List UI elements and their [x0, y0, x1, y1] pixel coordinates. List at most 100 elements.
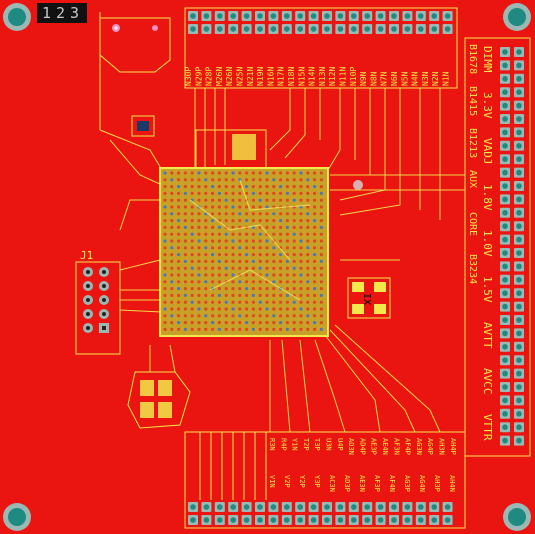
- bga-ball: [299, 178, 303, 182]
- bga-ball: [204, 253, 208, 257]
- bga-ball: [299, 253, 303, 257]
- mounting-hole-center: [508, 508, 526, 526]
- bga-ball: [292, 266, 296, 270]
- bga-ball: [217, 293, 221, 297]
- bga-ball: [211, 300, 215, 304]
- bga-ball: [190, 191, 194, 195]
- bga-ball: [245, 219, 249, 223]
- bga-ball: [224, 253, 228, 257]
- bga-ball: [183, 185, 187, 189]
- top-header-pin-hole: [217, 13, 223, 19]
- bga-ball: [313, 239, 317, 243]
- bga-ball: [224, 314, 228, 318]
- bottom-pin-label: U3N: [325, 438, 333, 451]
- top-header-pin-hole: [364, 26, 371, 32]
- right-header-pin-hole: [502, 370, 508, 377]
- bottom-header-pin-hole: [243, 504, 250, 510]
- top-pin-label: N5N: [400, 71, 409, 86]
- bga-ball: [258, 239, 262, 243]
- bga-ball: [177, 280, 181, 284]
- right-header-pin-hole: [516, 303, 522, 310]
- bga-ball: [313, 198, 317, 202]
- ix-component: IX: [347, 277, 391, 319]
- bga-ball: [197, 293, 201, 297]
- bga-ball: [204, 307, 208, 311]
- right-header-pin-hole: [516, 424, 522, 431]
- power-pad: [140, 402, 154, 418]
- bga-ball: [163, 191, 167, 195]
- bga-ball: [245, 191, 249, 195]
- j1-pin-hole: [86, 312, 90, 316]
- bga-ball: [224, 232, 228, 236]
- bga-ball: [313, 212, 317, 216]
- bga-ball: [299, 307, 303, 311]
- right-panel-label: VTTR: [481, 414, 494, 441]
- bga-ball: [177, 321, 181, 325]
- bga-ball: [251, 198, 255, 202]
- bga-ball: [170, 280, 174, 284]
- bga-ball: [183, 307, 187, 311]
- top-pin-label: N21N: [246, 67, 255, 86]
- bga-ball: [217, 314, 221, 318]
- bga-ball: [197, 280, 201, 284]
- bga-ball: [313, 273, 317, 277]
- bottom-header-pin-hole: [230, 517, 236, 523]
- bga-ball: [170, 327, 174, 331]
- bga-ball: [319, 314, 323, 318]
- top-header-outline: [184, 7, 458, 89]
- bga-ball: [251, 178, 255, 182]
- signal-trace: [269, 88, 291, 151]
- bga-ball: [319, 185, 323, 189]
- bottom-header-pin-hole: [404, 504, 411, 510]
- bga-ball: [217, 205, 221, 209]
- bga-ball: [272, 212, 276, 216]
- bga-ball: [177, 232, 181, 236]
- bga-ball: [299, 219, 303, 223]
- bga-ball: [170, 259, 174, 263]
- bga-ball: [306, 232, 310, 236]
- right-panel-label: DIMM: [481, 46, 494, 73]
- bga-ball: [251, 219, 255, 223]
- bga-ball: [224, 212, 228, 216]
- top-header-pin-hole: [324, 26, 330, 32]
- bga-ball: [211, 327, 215, 331]
- bottom-header-pin-hole: [431, 517, 438, 523]
- bottom-header-pin-hole: [444, 504, 451, 510]
- bga-ball: [285, 280, 289, 284]
- badge-background: [37, 3, 87, 23]
- bga-ball: [217, 246, 221, 250]
- bga-ball: [217, 198, 221, 202]
- top-header-pin-hole: [404, 26, 411, 32]
- bga-ball: [224, 205, 228, 209]
- bga-ball: [272, 266, 276, 270]
- bga-ball: [197, 314, 201, 318]
- bga-ball: [251, 287, 255, 291]
- right-header-pin-hole: [502, 424, 508, 431]
- bga-ball: [306, 212, 310, 216]
- regulator-pad: [232, 134, 256, 160]
- bga-ball: [299, 171, 303, 175]
- small-ic-outline: [131, 115, 155, 137]
- bga-ball: [319, 219, 323, 223]
- bga-ball: [251, 253, 255, 257]
- bga-ball: [183, 191, 187, 195]
- right-header-pin-hole: [516, 411, 522, 417]
- bga-ball: [258, 293, 262, 297]
- bga-ball: [272, 287, 276, 291]
- bga-ball: [265, 273, 269, 277]
- bga-ball: [258, 198, 262, 202]
- bga-ball: [285, 287, 289, 291]
- bga-ball: [217, 232, 221, 236]
- bga-ball: [177, 253, 181, 257]
- bga-ball: [231, 239, 235, 243]
- ix-outline: [347, 277, 391, 319]
- bga-ball: [211, 259, 215, 263]
- bga-ball: [177, 300, 181, 304]
- bga-ball: [306, 253, 310, 257]
- bga-ball: [197, 253, 201, 257]
- j1-pin-hole: [102, 298, 106, 302]
- signal-trace: [327, 88, 341, 171]
- bottom-pin-label: R4P: [279, 438, 287, 451]
- bga-ball: [285, 212, 289, 216]
- bga-ball: [183, 212, 187, 216]
